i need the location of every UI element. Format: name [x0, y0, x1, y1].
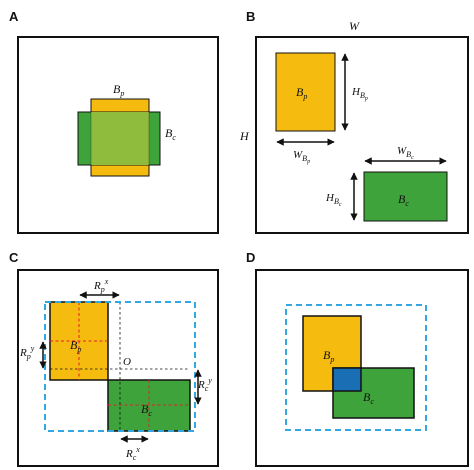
rpy-label: Rpy — [19, 344, 35, 361]
panel-a-frame — [17, 36, 219, 234]
ground-truth-box — [363, 171, 448, 222]
bc-label: Bc — [363, 390, 374, 406]
rpx-label: Rpx — [93, 277, 109, 294]
bp-label: Bp — [70, 338, 81, 354]
red-guides — [50, 302, 190, 431]
image-width-label: W — [349, 19, 360, 33]
bc-label: Bc — [165, 126, 176, 142]
image-height-label: H — [239, 129, 250, 143]
wbp-label: WBp — [293, 149, 310, 165]
panel-d-frame — [255, 269, 469, 467]
bc-label: Bc — [141, 402, 152, 418]
center-o-label: O — [123, 356, 131, 368]
panel-b: B W H Bp HBp WBp WBc Bc HBc — [239, 9, 469, 234]
enclosing-box — [285, 304, 427, 431]
panel-a: A Bp Bc — [9, 9, 219, 234]
bp-label: Bp — [296, 85, 307, 101]
panel-d: D Bp Bc — [246, 250, 469, 467]
overlap-region — [332, 367, 362, 392]
predicted-box — [275, 52, 336, 132]
hbp-label: HBp — [351, 86, 368, 102]
rcx-label: Rcx — [125, 445, 140, 462]
wbc-label: WBc — [397, 145, 414, 161]
center-guides — [50, 302, 190, 431]
panel-c-letter: C — [9, 250, 19, 265]
panel-b-letter: B — [246, 9, 255, 24]
rcy-label: Rcy — [197, 376, 212, 393]
overlap-region — [91, 112, 149, 165]
panel-c-frame — [17, 269, 219, 467]
bp-label: Bp — [113, 82, 124, 98]
panel-d-letter: D — [246, 250, 255, 265]
bp-label: Bp — [323, 348, 334, 364]
panel-a-letter: A — [9, 9, 19, 24]
panel-c: C Rpx Rpy Bp O Rcy — [9, 250, 219, 467]
bc-label: Bc — [398, 192, 409, 208]
panel-b-frame — [255, 36, 469, 234]
hbc-label: HBc — [325, 192, 342, 208]
